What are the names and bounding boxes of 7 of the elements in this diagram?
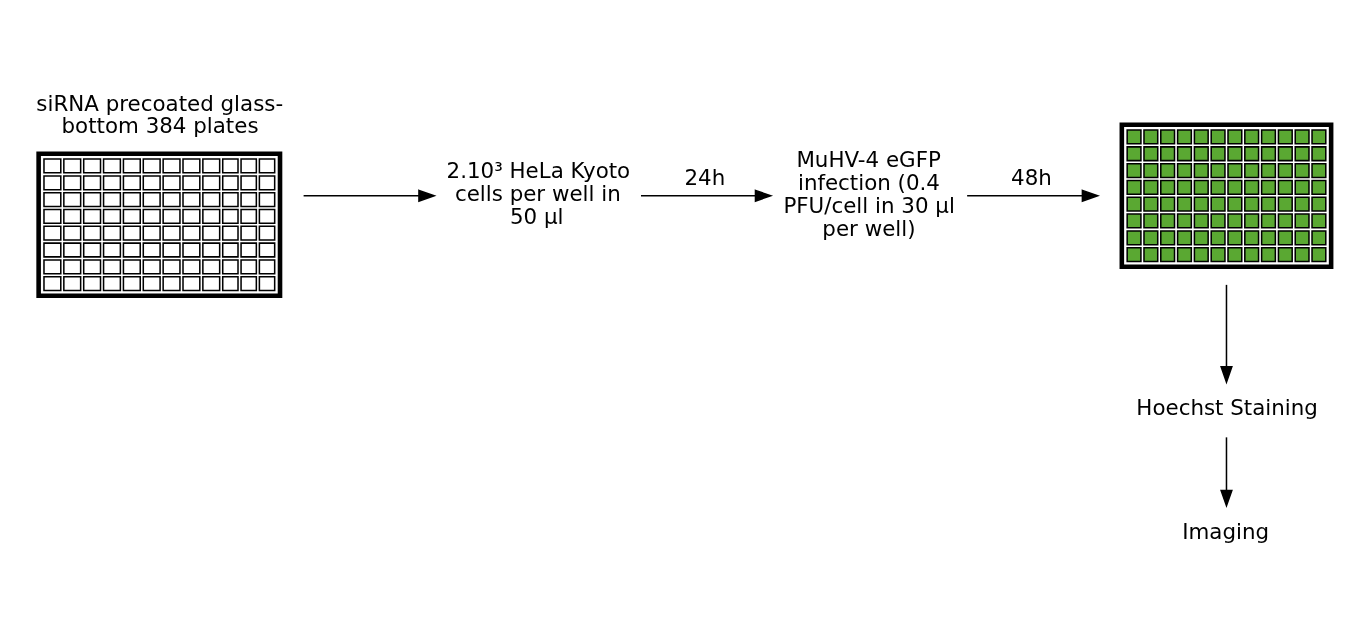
edge-label: 24h bbox=[684, 165, 726, 191]
node-text: Imaging bbox=[1182, 519, 1270, 545]
node-text: MuHV-4 eGFP infection (0.4 PFU/cell in 30 µl per well) bbox=[783, 147, 955, 241]
edge-label: 48h bbox=[1011, 165, 1052, 191]
node-label: siRNA precoated glass-bottom 384 plates bbox=[36, 90, 284, 139]
node-text: Hoechst Staining bbox=[1136, 395, 1318, 421]
node-text: 2.10³ HeLa Kyoto cells per well in 50 µl bbox=[446, 158, 631, 230]
